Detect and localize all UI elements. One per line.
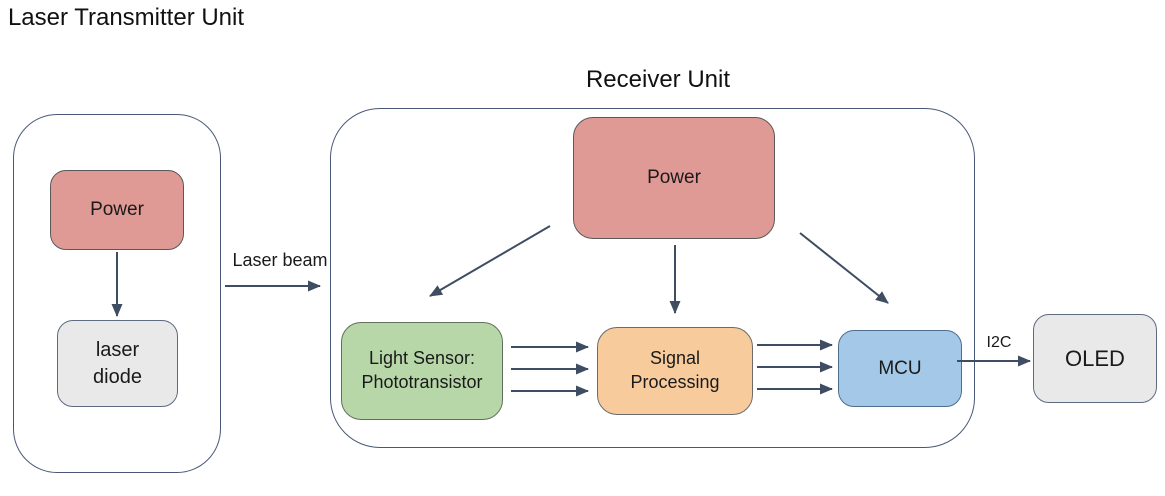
transmitter-unit-title: Laser Transmitter Unit: [7, 4, 245, 31]
signal-processing-node: Signal Processing: [597, 327, 753, 415]
transmitter-unit-container: [13, 114, 221, 473]
mcu-node: MCU: [838, 330, 962, 407]
laser-beam-label: Laser beam: [232, 250, 328, 270]
i2c-label: I2C: [986, 334, 1012, 351]
receiver-unit-container: [330, 108, 975, 448]
light-sensor-node: Light Sensor: Phototransistor: [341, 322, 503, 420]
laser-diode-node: laser diode: [57, 320, 178, 407]
receiver-unit-title: Receiver Unit: [585, 66, 731, 93]
transmitter-power-node: Power: [50, 170, 184, 250]
receiver-power-node: Power: [573, 117, 775, 239]
oled-node: OLED: [1033, 314, 1157, 403]
